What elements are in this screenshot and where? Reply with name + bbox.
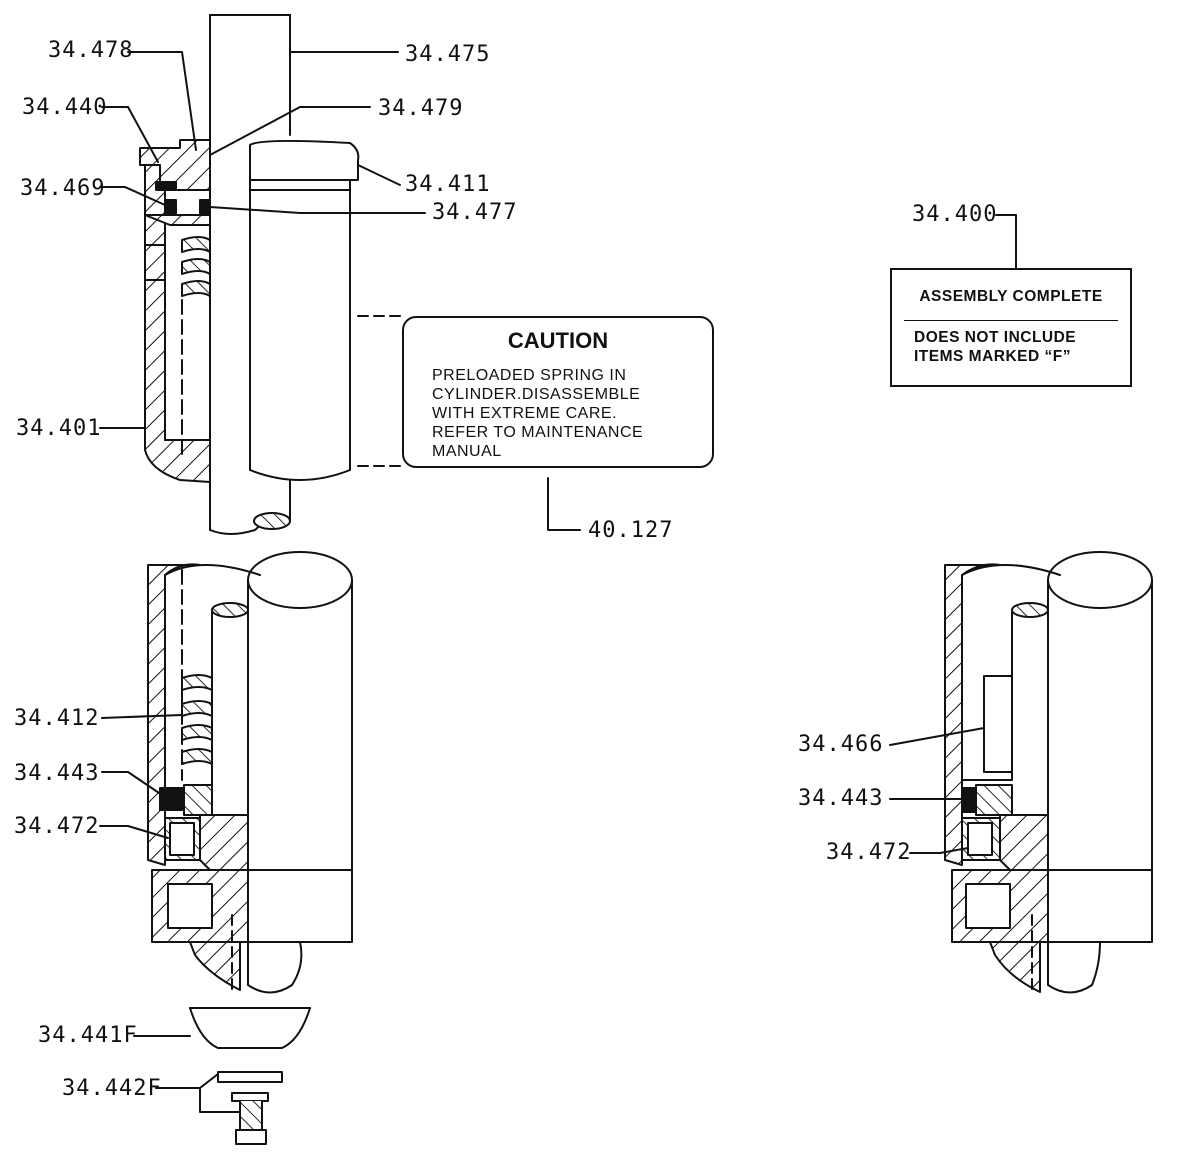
caution-line: WITH EXTREME CARE. xyxy=(432,405,618,422)
leader-lines-lower-right xyxy=(889,727,985,854)
assembly-note-divider xyxy=(904,320,1118,321)
part-label-34-442f: 34.442F xyxy=(62,1076,162,1101)
caution-line: PRELOADED SPRING IN xyxy=(432,367,627,384)
alternate-lower-assembly xyxy=(944,551,1153,996)
part-label-34-479: 34.479 xyxy=(378,96,464,121)
assembly-note-box: ASSEMBLY COMPLETE DOES NOT INCLUDE ITEMS… xyxy=(890,268,1132,387)
part-label-34-478: 34.478 xyxy=(48,38,134,63)
assembly-note-title: ASSEMBLY COMPLETE xyxy=(919,288,1103,305)
part-label-34-443: 34.443 xyxy=(14,761,100,786)
lower-cylinder-assembly xyxy=(147,551,353,1145)
leader-lines-lower-left xyxy=(99,714,241,1113)
part-label-34-472: 34.472 xyxy=(14,814,100,839)
assembly-note-line: DOES NOT INCLUDE xyxy=(914,329,1077,346)
part-label-34-472-alt: 34.472 xyxy=(826,840,912,865)
part-label-34-475: 34.475 xyxy=(405,42,491,67)
assembly-note-text: DOES NOT INCLUDE ITEMS MARKED “F” xyxy=(914,328,1076,366)
part-label-34-411: 34.411 xyxy=(405,172,491,197)
upper-cylinder-assembly xyxy=(139,14,401,535)
part-label-34-466: 34.466 xyxy=(798,732,884,757)
caution-decal: CAUTION PRELOADED SPRING IN CYLINDER.DIS… xyxy=(402,316,714,468)
part-label-34-412: 34.412 xyxy=(14,706,100,731)
part-label-34-477: 34.477 xyxy=(432,200,518,225)
part-label-34-400: 34.400 xyxy=(912,202,998,227)
part-label-34-440: 34.440 xyxy=(22,95,108,120)
part-label-34-443-alt: 34.443 xyxy=(798,786,884,811)
part-label-40-127: 40.127 xyxy=(588,518,674,543)
caution-line: REFER TO MAINTENANCE xyxy=(432,424,644,441)
part-label-34-469: 34.469 xyxy=(20,176,106,201)
assembly-note-line: ITEMS MARKED “F” xyxy=(914,348,1071,365)
caution-line: MANUAL xyxy=(432,443,502,460)
caution-line: CYLINDER.DISASSEMBLE xyxy=(432,386,641,403)
leader-lines-upper xyxy=(99,51,1017,531)
part-label-34-441f: 34.441F xyxy=(38,1023,138,1048)
part-label-34-401: 34.401 xyxy=(16,416,102,441)
caution-text: PRELOADED SPRING IN CYLINDER.DISASSEMBLE… xyxy=(432,366,643,461)
caution-heading: CAUTION xyxy=(507,328,609,353)
